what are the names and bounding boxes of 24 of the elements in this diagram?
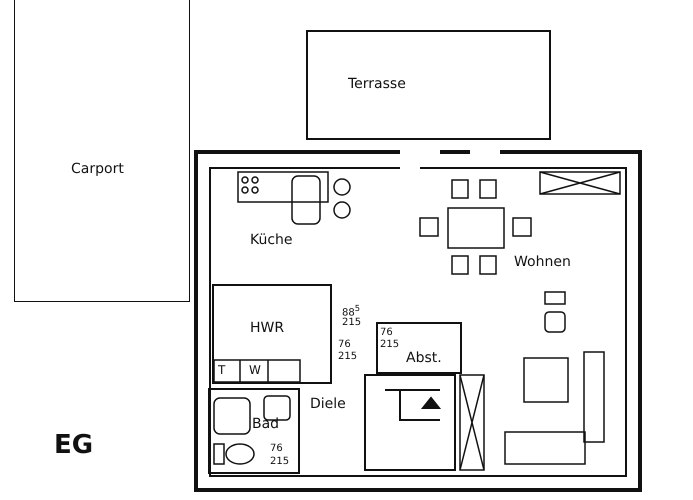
door-dimension: 215 <box>270 457 290 467</box>
door-dimension: 215 <box>338 352 358 362</box>
appliance-letter: T <box>218 364 226 376</box>
room-label: Küche <box>250 232 293 248</box>
room-area <box>14 0 190 302</box>
floor-label: EG <box>54 432 94 458</box>
door-dimension: 76 <box>270 444 283 454</box>
room-label: HWR <box>250 320 284 336</box>
door-dimension: 88$^{5}$ <box>342 304 360 318</box>
room-label: Bad <box>252 416 280 432</box>
appliance-letter: W <box>249 364 261 376</box>
room-area <box>376 322 462 374</box>
room-label: Diele <box>310 396 346 412</box>
room-area <box>212 284 332 384</box>
door-dimension: 215 <box>380 340 400 350</box>
room-label: Carport <box>71 161 124 177</box>
door-dimension: 76 <box>338 340 351 350</box>
room-area <box>208 388 300 474</box>
door-dimension: 215 <box>342 318 362 328</box>
room-label: Abst. <box>406 350 442 366</box>
room-label: Wohnen <box>514 254 571 270</box>
room-area <box>306 30 551 140</box>
room-label: Terrasse <box>348 76 406 92</box>
door-dimension: 76 <box>380 328 393 338</box>
